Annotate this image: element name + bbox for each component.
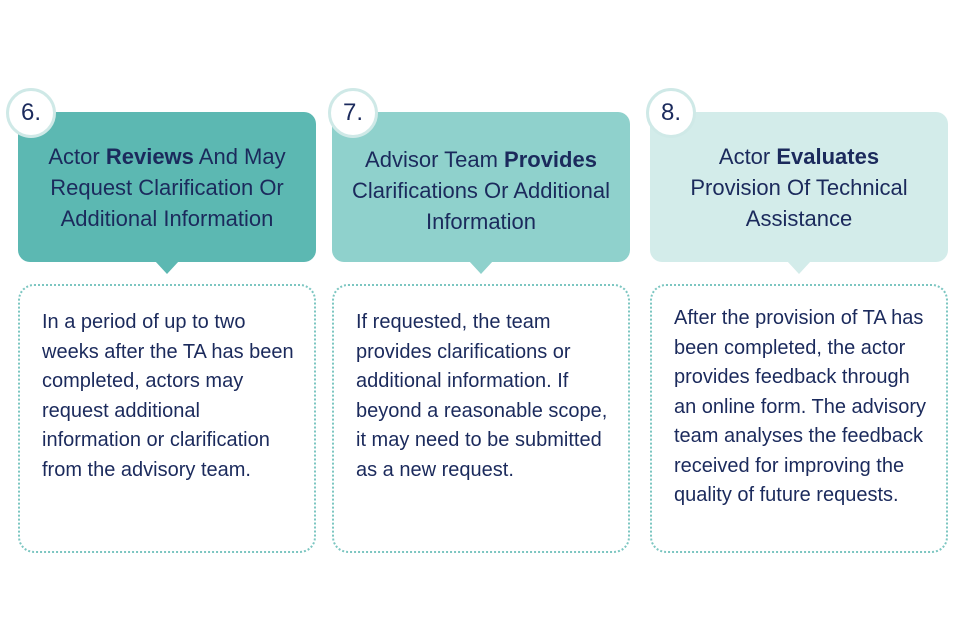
- title-text: Advisor Team: [365, 147, 505, 172]
- title-bold: Evaluates: [776, 143, 880, 169]
- step-7-header: Advisor Team Provides Clarifications Or …: [332, 112, 630, 274]
- pointer-arrow-icon: [469, 261, 493, 274]
- pointer-arrow-icon: [787, 261, 811, 274]
- pointer-arrow-icon: [155, 261, 179, 274]
- title-text: And May Request Clarification Or Additio…: [50, 143, 286, 231]
- step-8-header: Actor Evaluates Provision Of Technical A…: [650, 112, 948, 274]
- title-bold: Provides: [504, 147, 597, 172]
- step-6-description: In a period of up to two weeks after the…: [18, 284, 316, 553]
- step-6-header: Actor Reviews And May Request Clarificat…: [18, 112, 316, 274]
- step-8-description: After the provision of TA has been compl…: [650, 284, 948, 553]
- title-bold: Reviews: [105, 143, 194, 169]
- step-number-badge: 7.: [328, 88, 378, 138]
- title-text: Provision Of Technical Assistance: [690, 174, 908, 231]
- step-7-description: If requested, the team provides clarific…: [332, 284, 630, 553]
- title-text: Actor: [718, 143, 777, 169]
- title-text: Actor: [48, 143, 106, 169]
- step-number-badge: 8.: [646, 88, 696, 138]
- title-text: Clarifications Or Additional Information: [352, 178, 611, 234]
- step-number-badge: 6.: [6, 88, 56, 138]
